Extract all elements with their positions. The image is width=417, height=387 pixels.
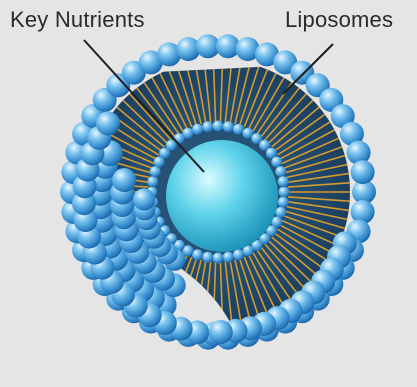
inner-lipid-head [275,166,286,177]
inner-lipid-head [192,124,203,135]
inner-lipid-head [192,249,203,260]
inner-lipid-head [278,176,289,187]
inner-lipid-head [223,121,234,132]
inner-lipid-head [150,166,161,177]
shell-lipid-head [112,168,136,192]
inner-lipid-head [271,157,282,168]
inner-lipid-head [233,124,244,135]
shell-lipid-head [209,320,233,344]
inner-lipid-head [202,252,213,263]
inner-lipid-head [213,121,224,132]
inner-lipid-head [183,128,194,139]
shell-lipid-head [96,111,120,135]
inner-lipid-head [279,187,290,198]
inner-lipid-head [223,252,234,263]
inner-lipid-head [278,197,289,208]
inner-lipid-head [213,253,224,264]
shell-lipid-head [133,188,155,210]
outer-lipid-head [351,160,375,184]
nutrient-core [166,140,278,252]
inner-lipid-head [147,176,158,187]
inner-lipid-head [202,121,213,132]
inner-lipid-head [275,207,286,218]
inner-lipid-head [233,249,244,260]
